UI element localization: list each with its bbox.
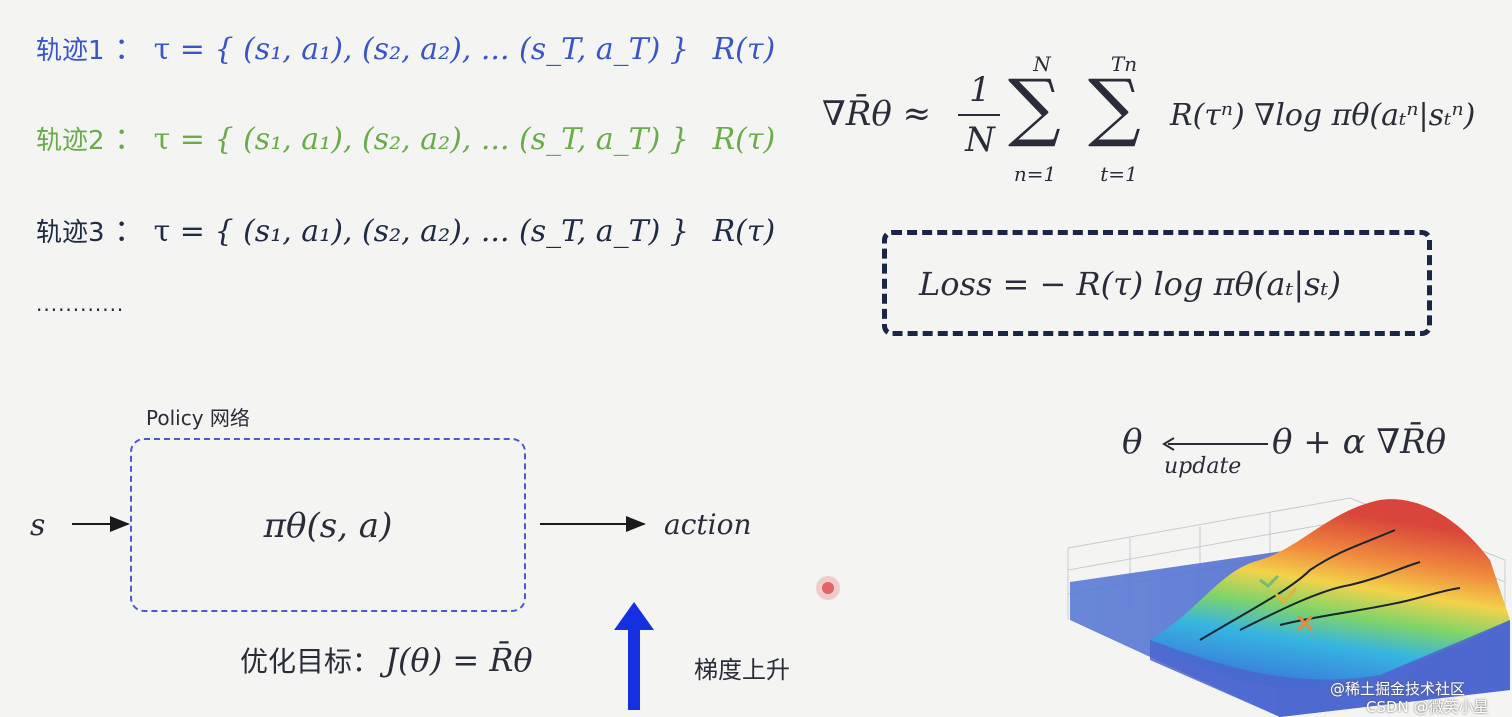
trajectory-1-colon: ： [114,32,145,67]
trajectory-2-label: 轨迹2 [36,126,105,156]
trajectory-2-tau: τ = [153,122,205,157]
trajectory-1-label: 轨迹1 [36,36,105,66]
objective-label: 优化目标： [240,645,381,678]
trajectory-1-sequence: { (s₁, a₁), (s₂, a₂), ... (s_T, a_T) } [214,32,690,67]
ellipsis: ............ [36,292,125,316]
trajectory-3-colon: ： [114,214,145,249]
loss-box: Loss = − R(τ) log πθ(aₜ|sₜ) [882,230,1432,336]
update-rule: θ update θ + α ∇R̄θ [1122,420,1482,490]
objective: 优化目标： J(θ) = R̄θ [240,640,533,680]
trajectory-3: 轨迹3 ： τ = { (s₁, a₁), (s₂, a₂), ... (s_T… [36,206,775,250]
gradient-body: R(τⁿ) ∇log πθ(aₜⁿ|sₜⁿ) [1170,98,1476,133]
ascent-arrow [614,602,654,710]
trajectory-2-colon: ： [114,122,145,157]
sum2-sigma: ∑ [1088,64,1141,150]
sum1-top: N [1033,52,1051,76]
ascent-label: 梯度上升 [694,656,790,684]
policy-function: πθ(s, a) [263,506,393,546]
update-arrow-label: update [1164,454,1242,479]
reward-surface-illustration [1067,497,1510,717]
sum1-bottom: n=1 [1013,162,1057,186]
frac-bar [958,114,1000,116]
trajectory-2: 轨迹2 ： τ = { (s₁, a₁), (s₂, a₂), ... (s_T… [36,114,775,158]
trajectory-2-reward: R(τ) [712,122,776,157]
policy-input: s [30,508,46,543]
loss-formula: Loss = − R(τ) log πθ(aₜ|sₜ) [919,265,1341,303]
frac-denominator: N [965,120,995,160]
update-rhs: θ + α ∇R̄θ [1272,422,1447,462]
trajectory-1-tau: τ = [153,32,205,67]
policy-output: action [664,508,752,541]
trajectory-3-tau: τ = [153,214,205,249]
trajectory-3-label: 轨迹3 [36,218,105,248]
sum2-bottom: t=1 [1100,162,1138,186]
trajectory-2-sequence: { (s₁, a₁), (s₂, a₂), ... (s_T, a_T) } [214,122,690,157]
cursor-dot [822,582,834,594]
trajectory-3-sequence: { (s₁, a₁), (s₂, a₂), ... (s_T, a_T) } [214,214,690,249]
watermark-line-2: CSDN @微笑小星 [1366,698,1489,716]
update-arrow-icon [1162,437,1268,451]
gradient-lhs: ∇R̄θ ≈ [822,94,932,134]
policy-box: πθ(s, a) [130,438,526,612]
watermark-line-1: @稀土掘金技术社区 [1330,680,1466,698]
sum1-sigma: ∑ [1008,64,1061,150]
trajectory-1-reward: R(τ) [712,32,776,67]
objective-formula: J(θ) = R̄θ [385,641,533,679]
gradient-formula: ∇R̄θ ≈ 1 N N ∑ n=1 Tn ∑ t=1 R(τⁿ) ∇log π… [822,48,1492,198]
policy-title: Policy 网络 [146,406,250,430]
update-lhs: θ [1122,422,1143,462]
trajectory-1: 轨迹1 ： τ = { (s₁, a₁), (s₂, a₂), ... (s_T… [36,24,775,68]
sum2-top: Tn [1110,52,1138,76]
frac-numerator: 1 [969,70,991,110]
trajectory-3-reward: R(τ) [712,214,776,249]
